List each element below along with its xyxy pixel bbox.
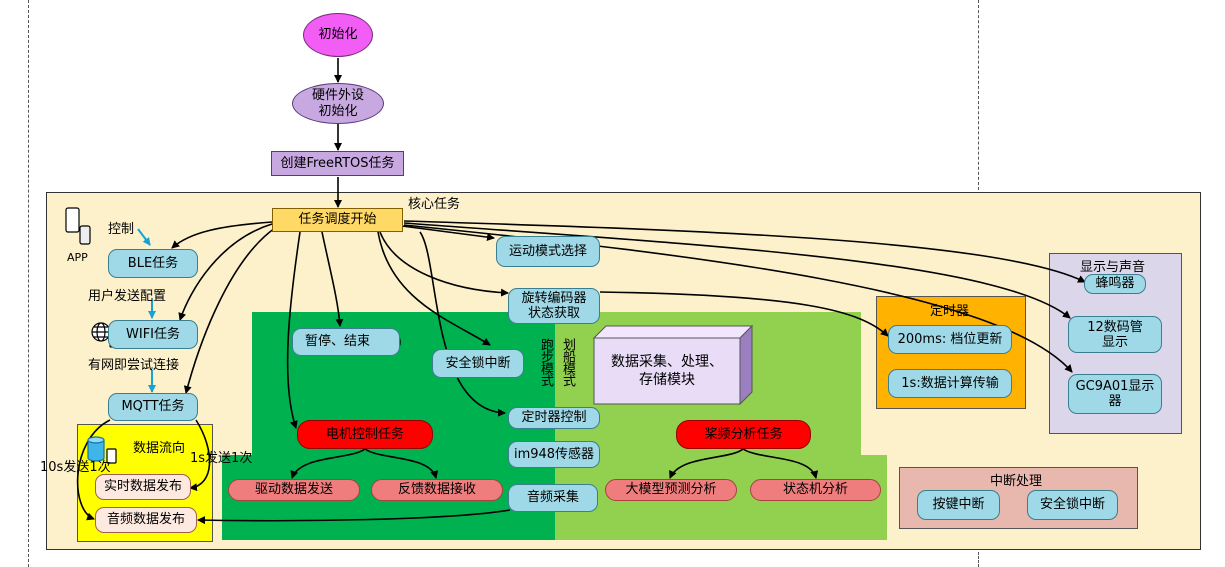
buzzer-node: 蜂鸣器: [1084, 274, 1146, 294]
init-node: 初始化: [303, 13, 373, 57]
realtime-publish-node: 实时数据发布: [95, 474, 191, 500]
lock-interrupt-node: 安全锁中断: [1027, 490, 1118, 520]
left-send-note: 10s发送1次: [40, 460, 111, 475]
ble-task-label: BLE任务: [127, 255, 179, 271]
display-panel-title: 显示与声音: [1080, 260, 1146, 275]
core-task-title: 核心任务: [408, 197, 461, 212]
timer-item-1s: 1s:数据计算传输: [888, 369, 1012, 398]
state-machine-node: 状态机分析: [750, 479, 881, 501]
database-icon: [87, 436, 117, 464]
audio-publish-label: 音频数据发布: [106, 512, 185, 527]
data-module-label: 数据采集、处理、 存储模块: [611, 354, 723, 388]
motor-task-node: 电机控制任务: [297, 420, 433, 449]
pause-label: 暂停、结束: [305, 334, 371, 349]
hw-init-label: 硬件外设 初始化: [311, 87, 364, 119]
timer-item-1s-label: 1s:数据计算传输: [901, 375, 999, 391]
user-config-label: 用户发送配置: [88, 289, 167, 304]
dashed-separator-left: [28, 0, 29, 567]
app-label: APP: [67, 251, 88, 264]
data-module-box: 数据采集、处理、 存储模块: [592, 324, 754, 406]
im948-node: im948传感器: [508, 441, 600, 468]
scheduler-node: 任务调度开始: [272, 208, 403, 232]
safety-interrupt-label: 安全锁中断: [445, 355, 511, 371]
network-label: 有网即尝试连接: [88, 358, 180, 373]
interrupt-panel-title: 中断处理: [990, 474, 1043, 489]
timer-control-node: 定时器控制: [508, 407, 600, 429]
right-send-note: 1s发送1次: [190, 451, 253, 466]
row-mode-label: 划船模式: [560, 338, 575, 386]
gc-display-node: GC9A01显示 器: [1068, 374, 1162, 414]
dashed-separator-right: [978, 0, 979, 190]
wifi-task-node: WIFI任务: [108, 320, 198, 349]
realtime-publish-label: 实时数据发布: [103, 479, 182, 494]
mqtt-task-node: MQTT任务: [108, 393, 198, 421]
key-interrupt-label: 按键中断: [932, 497, 985, 512]
motion-select-label: 运动模式选择: [508, 243, 587, 259]
big-model-node: 大模型预测分析: [605, 479, 737, 501]
slurry-task-node: 桨频分析任务: [676, 420, 811, 449]
pause-node: 暂停、结束: [292, 328, 400, 356]
dashed-separator-right-bottom: [978, 552, 979, 567]
drive-send-node: 驱动数据发送: [228, 479, 360, 501]
control-label: 控制: [108, 222, 135, 237]
audio-collect-node: 音频采集: [508, 484, 598, 512]
timer-panel-title: 定时器: [930, 304, 970, 319]
create-tasks-label: 创建FreeRTOS任务: [280, 155, 395, 171]
safety-interrupt-node: 安全锁中断: [432, 349, 524, 378]
audio-publish-node: 音频数据发布: [95, 507, 197, 533]
feedback-recv-node: 反馈数据接收: [371, 479, 503, 501]
slurry-task-label: 桨频分析任务: [704, 426, 783, 442]
drive-send-label: 驱动数据发送: [254, 482, 333, 497]
encoder-node: 旋转编码器 状态获取: [508, 288, 600, 324]
seg-display-node: 12数码管 显示: [1068, 316, 1162, 353]
buzzer-label: 蜂鸣器: [1095, 276, 1135, 291]
init-label: 初始化: [318, 27, 358, 42]
seg-display-label: 12数码管 显示: [1087, 319, 1143, 350]
timer-item-200ms-label: 200ms: 档位更新: [897, 331, 1003, 347]
phone-icon: [65, 207, 91, 245]
motion-select-node: 运动模式选择: [496, 236, 600, 267]
audio-collect-label: 音频采集: [526, 490, 579, 505]
data-flow-title: 数据流向: [133, 441, 186, 456]
gc-display-label: GC9A01显示 器: [1075, 379, 1155, 409]
big-model-label: 大模型预测分析: [625, 482, 717, 497]
encoder-label: 旋转编码器 状态获取: [521, 291, 587, 321]
wifi-task-label: WIFI任务: [126, 326, 180, 342]
ble-task-node: BLE任务: [108, 249, 198, 278]
scheduler-label: 任务调度开始: [298, 212, 377, 227]
timer-control-label: 定时器控制: [521, 410, 587, 425]
mqtt-task-label: MQTT任务: [121, 399, 185, 414]
hw-init-node: 硬件外设 初始化: [292, 83, 384, 124]
lock-interrupt-label: 安全锁中断: [1039, 497, 1105, 512]
run-mode-label: 跑步模式: [538, 338, 553, 386]
create-tasks-node: 创建FreeRTOS任务: [271, 151, 404, 176]
timer-item-200ms: 200ms: 档位更新: [888, 325, 1012, 354]
state-machine-label: 状态机分析: [782, 482, 848, 497]
key-interrupt-node: 按键中断: [917, 490, 1000, 520]
feedback-recv-label: 反馈数据接收: [397, 482, 476, 497]
im948-label: im948传感器: [513, 446, 595, 462]
motor-task-label: 电机控制任务: [325, 426, 404, 442]
